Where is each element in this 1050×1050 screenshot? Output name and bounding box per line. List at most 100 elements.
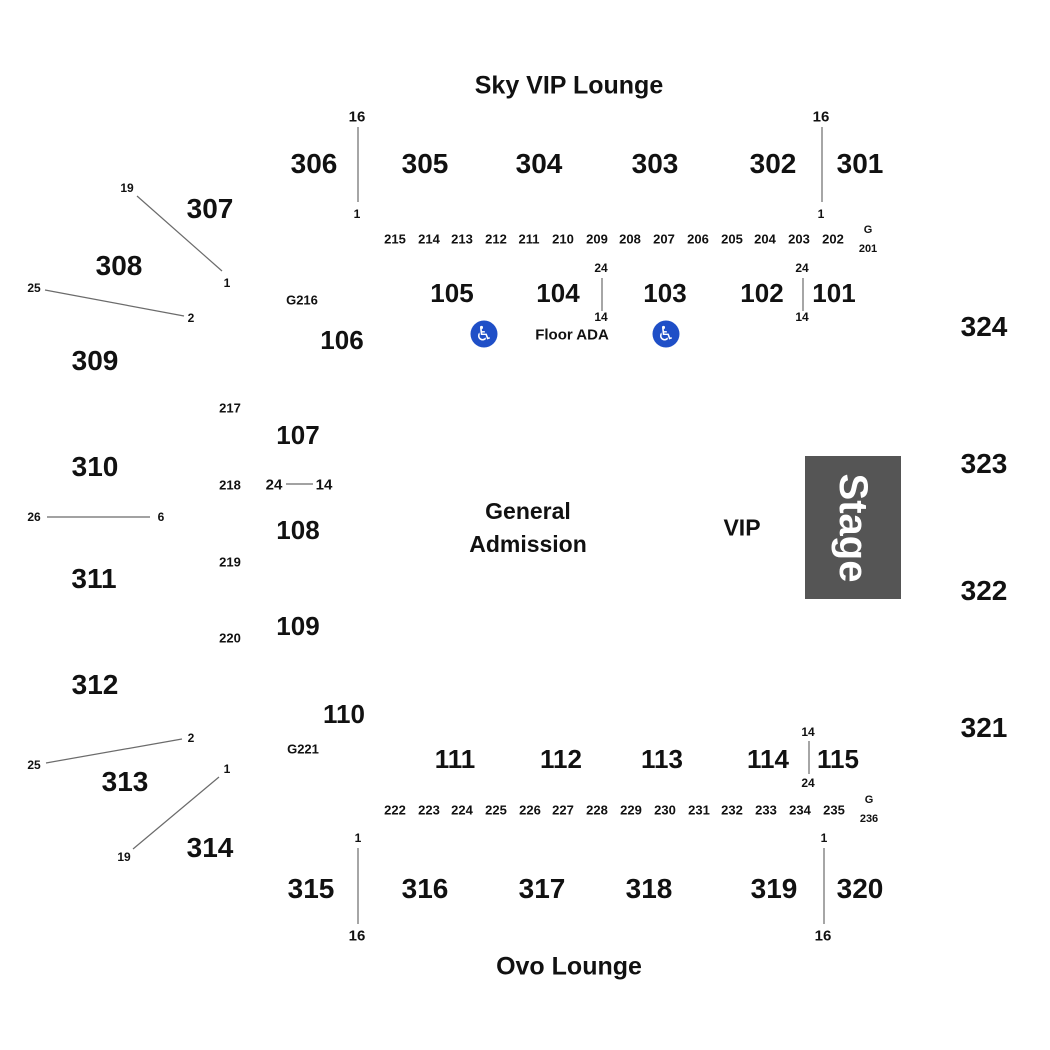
section-225[interactable]: 225: [485, 802, 507, 818]
section-108[interactable]: 108: [276, 515, 320, 545]
section-220[interactable]: 220: [219, 630, 241, 646]
section-210[interactable]: 210: [552, 231, 574, 247]
section-114[interactable]: 114: [747, 744, 789, 774]
section-316[interactable]: 316: [401, 873, 449, 904]
section-324[interactable]: 324: [960, 311, 1008, 342]
section-312[interactable]: 312: [71, 669, 119, 700]
section-104[interactable]: 104: [536, 278, 580, 308]
section-209[interactable]: 209: [586, 231, 608, 247]
section-106[interactable]: 106: [320, 325, 364, 355]
row-label: 14: [795, 310, 809, 324]
section-217[interactable]: 217: [219, 400, 241, 416]
section-306[interactable]: 306: [290, 148, 338, 179]
g201-number: 201: [858, 243, 878, 255]
section-107[interactable]: 107: [276, 420, 320, 450]
section-233[interactable]: 233: [755, 802, 777, 818]
section-208[interactable]: 208: [619, 231, 641, 247]
section-313[interactable]: 313: [101, 766, 149, 797]
section-303[interactable]: 303: [631, 148, 679, 179]
sky-vip-lounge-label: Sky VIP Lounge: [474, 71, 664, 100]
section-226[interactable]: 226: [519, 802, 541, 818]
section-112[interactable]: 112: [540, 744, 582, 774]
section-202[interactable]: 202: [822, 231, 844, 247]
section-229[interactable]: 229: [620, 802, 642, 818]
section-204[interactable]: 204: [754, 231, 776, 247]
section-212[interactable]: 212: [485, 231, 507, 247]
section-309[interactable]: 309: [71, 345, 119, 376]
section-322[interactable]: 322: [960, 575, 1008, 606]
section-227[interactable]: 227: [552, 802, 574, 818]
section-207[interactable]: 207: [653, 231, 675, 247]
section-205[interactable]: 205: [721, 231, 743, 247]
row-line-313: [45, 738, 183, 764]
section-g236[interactable]: G 236: [860, 791, 878, 829]
vip-area[interactable]: VIP: [723, 514, 761, 541]
section-231[interactable]: 231: [688, 802, 710, 818]
row-label: 19: [117, 850, 131, 864]
section-230[interactable]: 230: [654, 802, 676, 818]
wheelchair-icon: ♿: [470, 320, 498, 348]
section-234[interactable]: 234: [789, 802, 811, 818]
section-111[interactable]: 111: [434, 744, 476, 774]
section-320[interactable]: 320: [836, 873, 884, 904]
row-label: 16: [348, 927, 366, 945]
row-label: 19: [120, 181, 134, 195]
section-305[interactable]: 305: [401, 148, 449, 179]
section-223[interactable]: 223: [418, 802, 440, 818]
ovo-lounge-label: Ovo Lounge: [496, 952, 642, 981]
g236-letter: G: [864, 794, 874, 806]
section-102[interactable]: 102: [740, 278, 784, 308]
section-215[interactable]: 215: [384, 231, 406, 247]
section-g216[interactable]: G216: [286, 292, 318, 308]
section-315[interactable]: 315: [287, 873, 335, 904]
section-228[interactable]: 228: [586, 802, 608, 818]
row-label: 26: [27, 510, 41, 524]
stage: Stage: [805, 456, 901, 599]
row-label: 16: [348, 108, 366, 126]
section-323[interactable]: 323: [960, 448, 1008, 479]
section-213[interactable]: 213: [451, 231, 473, 247]
section-103[interactable]: 103: [643, 278, 687, 308]
section-105[interactable]: 105: [430, 278, 474, 308]
row-label: 14: [801, 725, 815, 739]
section-314[interactable]: 314: [186, 832, 234, 863]
row-label: 1: [353, 207, 361, 221]
section-219[interactable]: 219: [219, 554, 241, 570]
row-label: 1: [817, 207, 825, 221]
row-line-314: [132, 776, 220, 850]
section-319[interactable]: 319: [750, 873, 798, 904]
section-211[interactable]: 211: [518, 231, 540, 247]
section-302[interactable]: 302: [749, 148, 797, 179]
row-line-307: [136, 195, 223, 272]
section-307[interactable]: 307: [186, 193, 234, 224]
section-318[interactable]: 318: [625, 873, 673, 904]
section-g201[interactable]: G 201: [859, 221, 877, 259]
section-109[interactable]: 109: [276, 611, 320, 641]
section-g221[interactable]: G221: [287, 741, 319, 757]
section-110[interactable]: 110: [323, 699, 365, 729]
section-203[interactable]: 203: [788, 231, 810, 247]
row-line-308: [44, 289, 185, 317]
section-321[interactable]: 321: [960, 712, 1008, 743]
section-222[interactable]: 222: [384, 802, 406, 818]
section-115[interactable]: 115: [817, 744, 859, 774]
section-224[interactable]: 224: [451, 802, 473, 818]
section-232[interactable]: 232: [721, 802, 743, 818]
section-113[interactable]: 113: [641, 744, 683, 774]
section-301[interactable]: 301: [836, 148, 884, 179]
row-label: 24: [795, 261, 809, 275]
section-101[interactable]: 101: [812, 278, 856, 308]
section-235[interactable]: 235: [823, 802, 845, 818]
section-310[interactable]: 310: [71, 451, 119, 482]
section-206[interactable]: 206: [687, 231, 709, 247]
section-311[interactable]: 311: [71, 563, 117, 594]
section-317[interactable]: 317: [518, 873, 566, 904]
row-label: 2: [187, 311, 195, 325]
section-308[interactable]: 308: [95, 250, 143, 281]
row-label: 14: [594, 310, 608, 324]
section-218[interactable]: 218: [219, 477, 241, 493]
general-admission-area[interactable]: General Admission: [469, 495, 587, 561]
row-label: 2: [187, 731, 195, 745]
section-304[interactable]: 304: [515, 148, 563, 179]
section-214[interactable]: 214: [418, 231, 440, 247]
